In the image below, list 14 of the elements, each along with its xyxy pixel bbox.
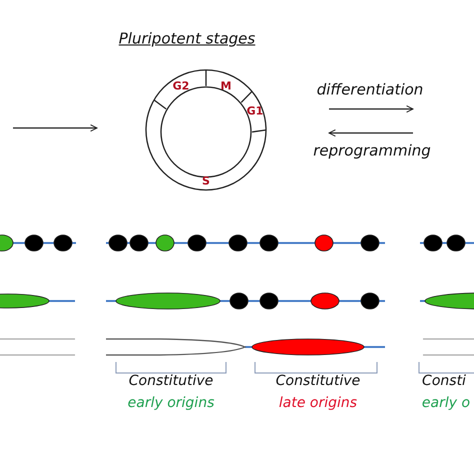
origin-label: early origins: [128, 396, 214, 410]
cell-cycle-ring: [145, 69, 267, 191]
diagram-title: Pluripotent stages: [118, 32, 256, 46]
phase-label: M: [220, 80, 232, 92]
origin-label: Constitutive: [276, 374, 360, 388]
origin-label: reprogramming: [313, 144, 431, 158]
phase-label: S: [202, 176, 210, 186]
origin-label: differentiation: [316, 82, 424, 98]
origin-label: early o: [422, 396, 470, 410]
origin-label: Consti: [422, 374, 466, 388]
phase-label: G2: [172, 80, 190, 92]
origin-label: Constitutive: [128, 374, 214, 388]
origin-label: late origins: [278, 396, 358, 410]
phase-label: G1: [246, 106, 264, 116]
